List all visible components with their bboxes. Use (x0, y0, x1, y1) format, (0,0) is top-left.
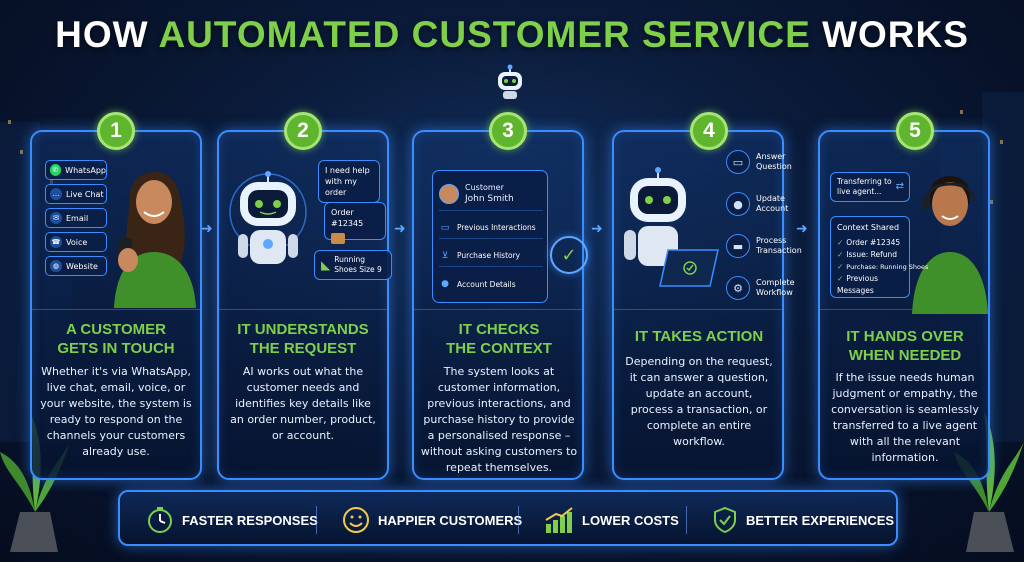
action-complete-workflow: ⚙Complete Workflow (726, 276, 800, 300)
customer-woman-illustration (114, 171, 196, 308)
user-icon: ● (726, 192, 750, 216)
step-2-heading: IT UNDERSTANDS THE REQUEST (237, 321, 369, 357)
transfer-banner: Transferring to live agent... ⇄ (830, 172, 910, 202)
step-4-description: Depending on the request, it can answer … (625, 355, 773, 448)
arrow-right-icon: ➜ (796, 221, 808, 237)
email-icon: ✉ (50, 212, 62, 224)
credit-card-icon: ▬ (726, 234, 750, 258)
check-icon: ✓ (837, 250, 844, 259)
action-answer-question: ▭Answer Question (726, 150, 800, 174)
step-5-heading: IT HANDS OVER WHEN NEEDED (846, 328, 964, 364)
product-card: ◣ Running Shoes Size 9 (314, 250, 392, 280)
step-2-number: 2 (284, 112, 322, 150)
transfer-arrows-icon: ⇄ (895, 181, 904, 192)
step-1-heading: A CUSTOMER GETS IN TOUCH (57, 321, 175, 357)
divider (686, 506, 687, 534)
smiley-icon (343, 507, 369, 533)
chat-icon: … (50, 188, 62, 200)
context-row-account: ●Account Details (439, 273, 543, 295)
plant-right-decor (954, 412, 1024, 552)
step-3-description: The system looks at customer information… (420, 365, 578, 474)
phone-icon: ☎ (50, 236, 62, 248)
customer-message-bubble: I need help with my order (318, 160, 380, 203)
step-2-description: AI works out what the customer needs and… (230, 365, 376, 442)
shield-check-icon (714, 506, 736, 534)
benefit-faster-responses: FASTER RESPONSES (146, 506, 318, 534)
robot-icon (229, 171, 307, 264)
order-number-card: Order #12345 (324, 202, 386, 244)
check-icon: ✓ (837, 262, 844, 271)
user-icon: ● (441, 279, 449, 289)
stopwatch-icon (148, 507, 172, 533)
context-row-purchases: ⊻Purchase History (439, 245, 543, 267)
chat-icon: ▭ (440, 222, 450, 233)
channel-live-chat: …Live Chat (45, 184, 107, 204)
benefit-better-experiences: BETTER EXPERIENCES (712, 506, 894, 534)
chat-bubble-icon: ▭ (726, 150, 750, 174)
avatar (439, 183, 459, 204)
channel-whatsapp: ✆WhatsApp (45, 160, 107, 180)
step-5-number: 5 (896, 112, 934, 150)
check-circle-icon: ✓ (550, 236, 588, 274)
growth-chart-icon (545, 507, 573, 533)
package-icon (331, 233, 345, 244)
arrow-right-icon: ➜ (201, 221, 213, 237)
action-update-account: ●Update Account (726, 192, 800, 216)
context-shared-card: Context Shared ✓Order #12345 ✓Issue: Ref… (830, 216, 928, 298)
step-1-number: 1 (97, 112, 135, 150)
title-suffix: WORKS (822, 14, 969, 55)
arrow-right-icon: ➜ (394, 221, 406, 237)
channel-voice: ☎Voice (45, 232, 107, 252)
whatsapp-icon: ✆ (50, 164, 62, 176)
robot-logo-icon (498, 64, 522, 99)
globe-icon: ◍ (50, 260, 62, 272)
arrow-right-icon: ➜ (591, 221, 603, 237)
live-agent-illustration (912, 176, 988, 314)
benefit-happier-customers: HAPPIER CUSTOMERS (342, 506, 522, 534)
cart-icon: ⊻ (441, 250, 449, 261)
step-4-heading: IT TAKES ACTION (634, 328, 764, 345)
shoe-icon: ◣ (321, 257, 331, 272)
customer-context-card: Customer John Smith ▭Previous Interactio… (432, 170, 548, 303)
page-title: HOW AUTOMATED CUSTOMER SERVICE WORKS (0, 14, 1024, 56)
context-row-interactions: ▭Previous Interactions (439, 217, 543, 239)
step-3-number: 3 (489, 112, 527, 150)
title-prefix: HOW (55, 14, 149, 55)
channel-email: ✉Email (45, 208, 107, 228)
check-icon: ✓ (837, 238, 844, 247)
step-1-description: Whether it's via WhatsApp, live chat, em… (40, 365, 192, 458)
divider (316, 506, 317, 534)
check-icon: ✓ (837, 274, 844, 283)
benefit-lower-costs: LOWER COSTS (544, 506, 679, 534)
benefits-bar: FASTER RESPONSES HAPPIER CUSTOMERS LOWER… (118, 490, 898, 546)
step-4-number: 4 (690, 112, 728, 150)
divider (518, 506, 519, 534)
gear-icon: ⚙ (726, 276, 750, 300)
action-process-transaction: ▬Process Transaction (726, 234, 802, 258)
robot-laptop-illustration (624, 167, 719, 287)
title-accent: AUTOMATED CUSTOMER SERVICE (158, 14, 811, 55)
customer-header: Customer John Smith (439, 177, 543, 211)
channel-website: ◍Website (45, 256, 107, 276)
step-5-description: If the issue needs human judgment or emp… (831, 371, 979, 464)
step-3-heading: IT CHECKS THE CONTEXT (446, 321, 552, 357)
